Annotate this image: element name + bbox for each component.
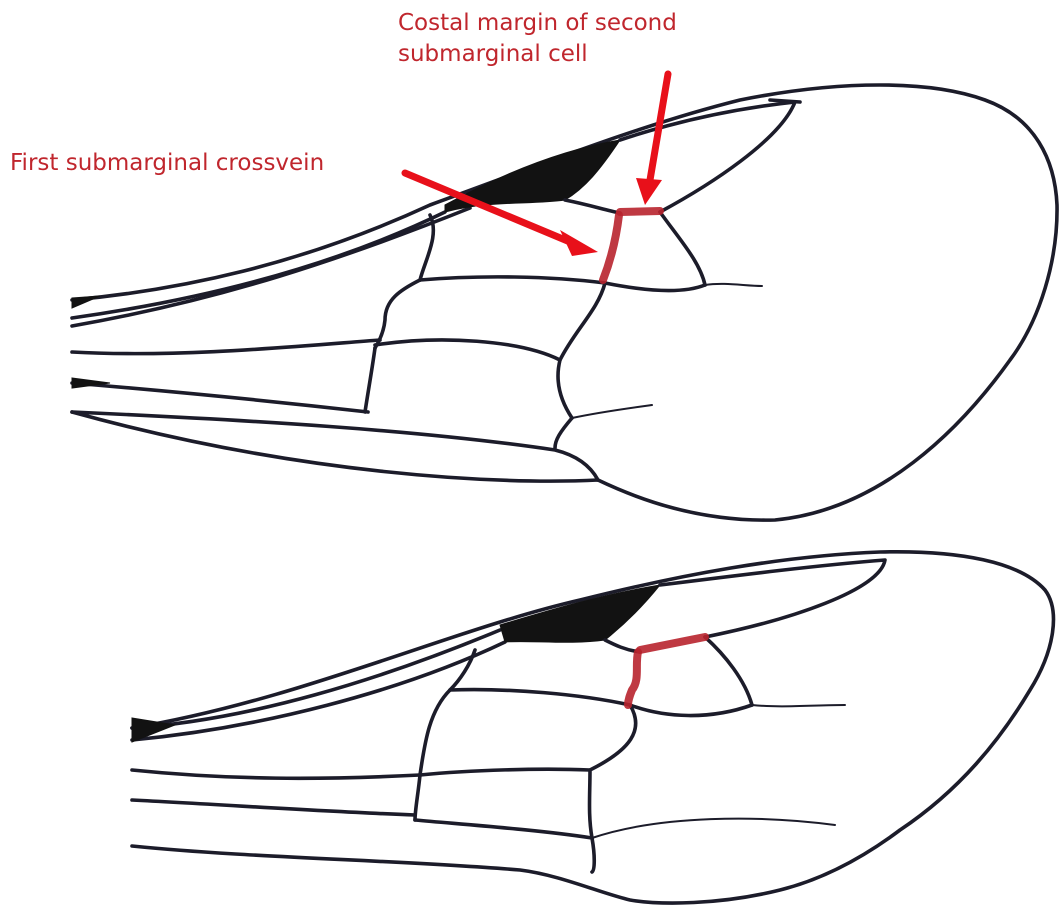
lower-costal-margin-second-submarginal	[640, 637, 705, 650]
upper-discoidal-top	[375, 340, 560, 360]
lower-first-submarginal-crossvein	[628, 652, 638, 705]
lower-cell-left	[415, 690, 450, 820]
costal-margin-label-line2: submarginal cell	[398, 39, 677, 70]
costal-margin-label-line1: Costal margin of second	[398, 8, 677, 39]
upper-submarginal-1-top	[565, 200, 620, 213]
upper-vein-mid-a	[420, 277, 605, 283]
upper-radius-base	[72, 340, 380, 354]
upper-first-submarginal-crossvein	[603, 215, 619, 280]
upper-base-dark-1	[72, 296, 100, 308]
first-crossvein-label: First submarginal crossvein	[10, 148, 324, 179]
upper-cell-left-lower	[365, 348, 375, 412]
upper-lower-cross	[555, 418, 572, 448]
upper-second-submarg-right	[660, 212, 705, 285]
upper-media-base	[72, 383, 368, 412]
arrow-costal-margin	[636, 74, 668, 205]
lower-crossvein-base	[450, 650, 475, 690]
lower-mid-vein-b	[630, 705, 752, 716]
upper-anal-line	[72, 412, 598, 480]
upper-vein-spur-2	[572, 405, 652, 418]
lower-media-base	[132, 800, 415, 815]
lower-wing	[132, 552, 1053, 903]
lower-mid-vein-a	[450, 690, 630, 705]
upper-vein-mid-b	[605, 283, 705, 291]
lower-marginal-cell	[660, 560, 885, 637]
costal-margin-label: Costal margin of second submarginal cell	[398, 8, 677, 70]
lower-second-submarg-right	[705, 637, 752, 705]
lower-vein-spur-1	[752, 705, 845, 706]
lower-discoidal-right	[590, 705, 636, 838]
lower-radius-base	[132, 770, 420, 778]
upper-discoidal-right	[558, 283, 605, 418]
lower-discoidal-top	[420, 769, 590, 775]
upper-marginal-tip	[770, 100, 800, 102]
upper-vein-spur-1	[705, 284, 762, 286]
lower-costa	[132, 630, 500, 728]
upper-cell-left	[375, 280, 420, 348]
upper-costal-margin-second-submarginal	[620, 211, 660, 212]
lower-vein-spur-2	[592, 819, 835, 838]
